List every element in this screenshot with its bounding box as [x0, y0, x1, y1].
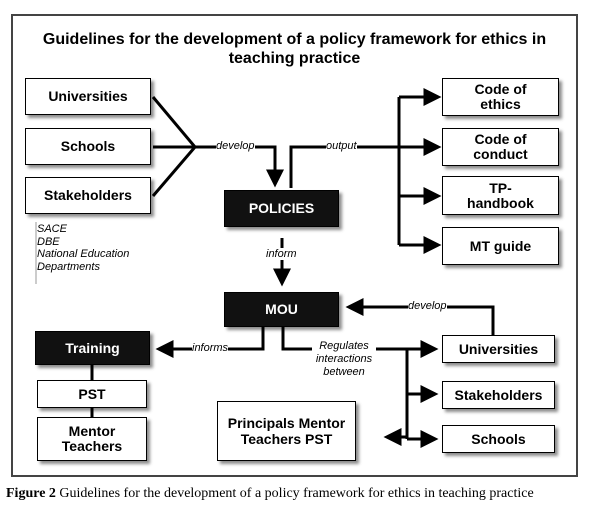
- line-stakeholders: [151, 146, 197, 197]
- box-stakeholders: Stakeholders: [25, 177, 151, 214]
- box-mt-guide: MT guide: [442, 227, 559, 265]
- figure-caption: Figure 2 Guidelines for the development …: [6, 486, 591, 502]
- stakeholder-national-education: National Education: [37, 248, 130, 260]
- figure-label: Figure 2: [6, 486, 56, 501]
- box-code-of-conduct: Code of conduct: [442, 128, 559, 166]
- box-code-of-ethics: Code of ethics: [442, 78, 559, 116]
- box-training: Training: [35, 331, 150, 365]
- label-inform: inform: [266, 248, 297, 260]
- box-mou: MOU: [224, 292, 339, 327]
- box-schools: Schools: [25, 128, 151, 165]
- box-tp-handbook: TP-handbook: [442, 176, 559, 215]
- caption-text: Guidelines for the development of a poli…: [59, 486, 534, 501]
- stakeholder-departments: Departments: [37, 260, 100, 273]
- box-participant-stakeholders: Stakeholders: [442, 381, 555, 409]
- box-principals-mentors-pst: Principals Mentor Teachers PST: [217, 401, 356, 461]
- box-participant-schools: Schools: [442, 425, 555, 453]
- label-develop-right: develop: [408, 300, 447, 312]
- label-regulates: Regulates interactions between: [312, 340, 376, 379]
- line-output: [289, 145, 399, 188]
- box-mentor-teachers: Mentor Teachers: [37, 417, 147, 461]
- line-develop-mou: [345, 298, 495, 337]
- stakeholder-list: SACE DBE National Education Departments: [37, 223, 129, 273]
- line-regulates: [281, 327, 439, 358]
- box-participant-universities: Universities: [442, 335, 555, 363]
- line-develop: [195, 145, 284, 188]
- box-policies: POLICIES: [224, 190, 339, 227]
- line-universities: [151, 96, 197, 148]
- box-pst: PST: [37, 380, 147, 408]
- label-informs: informs: [192, 342, 229, 354]
- diagram-title: Guidelines for the development of a poli…: [42, 31, 547, 67]
- label-develop-top: develop: [216, 140, 255, 152]
- stakeholder-dbe: DBE: [37, 235, 60, 248]
- box-universities: Universities: [25, 78, 151, 115]
- stakeholder-sace: SACE: [37, 223, 67, 235]
- label-output: output: [326, 140, 357, 152]
